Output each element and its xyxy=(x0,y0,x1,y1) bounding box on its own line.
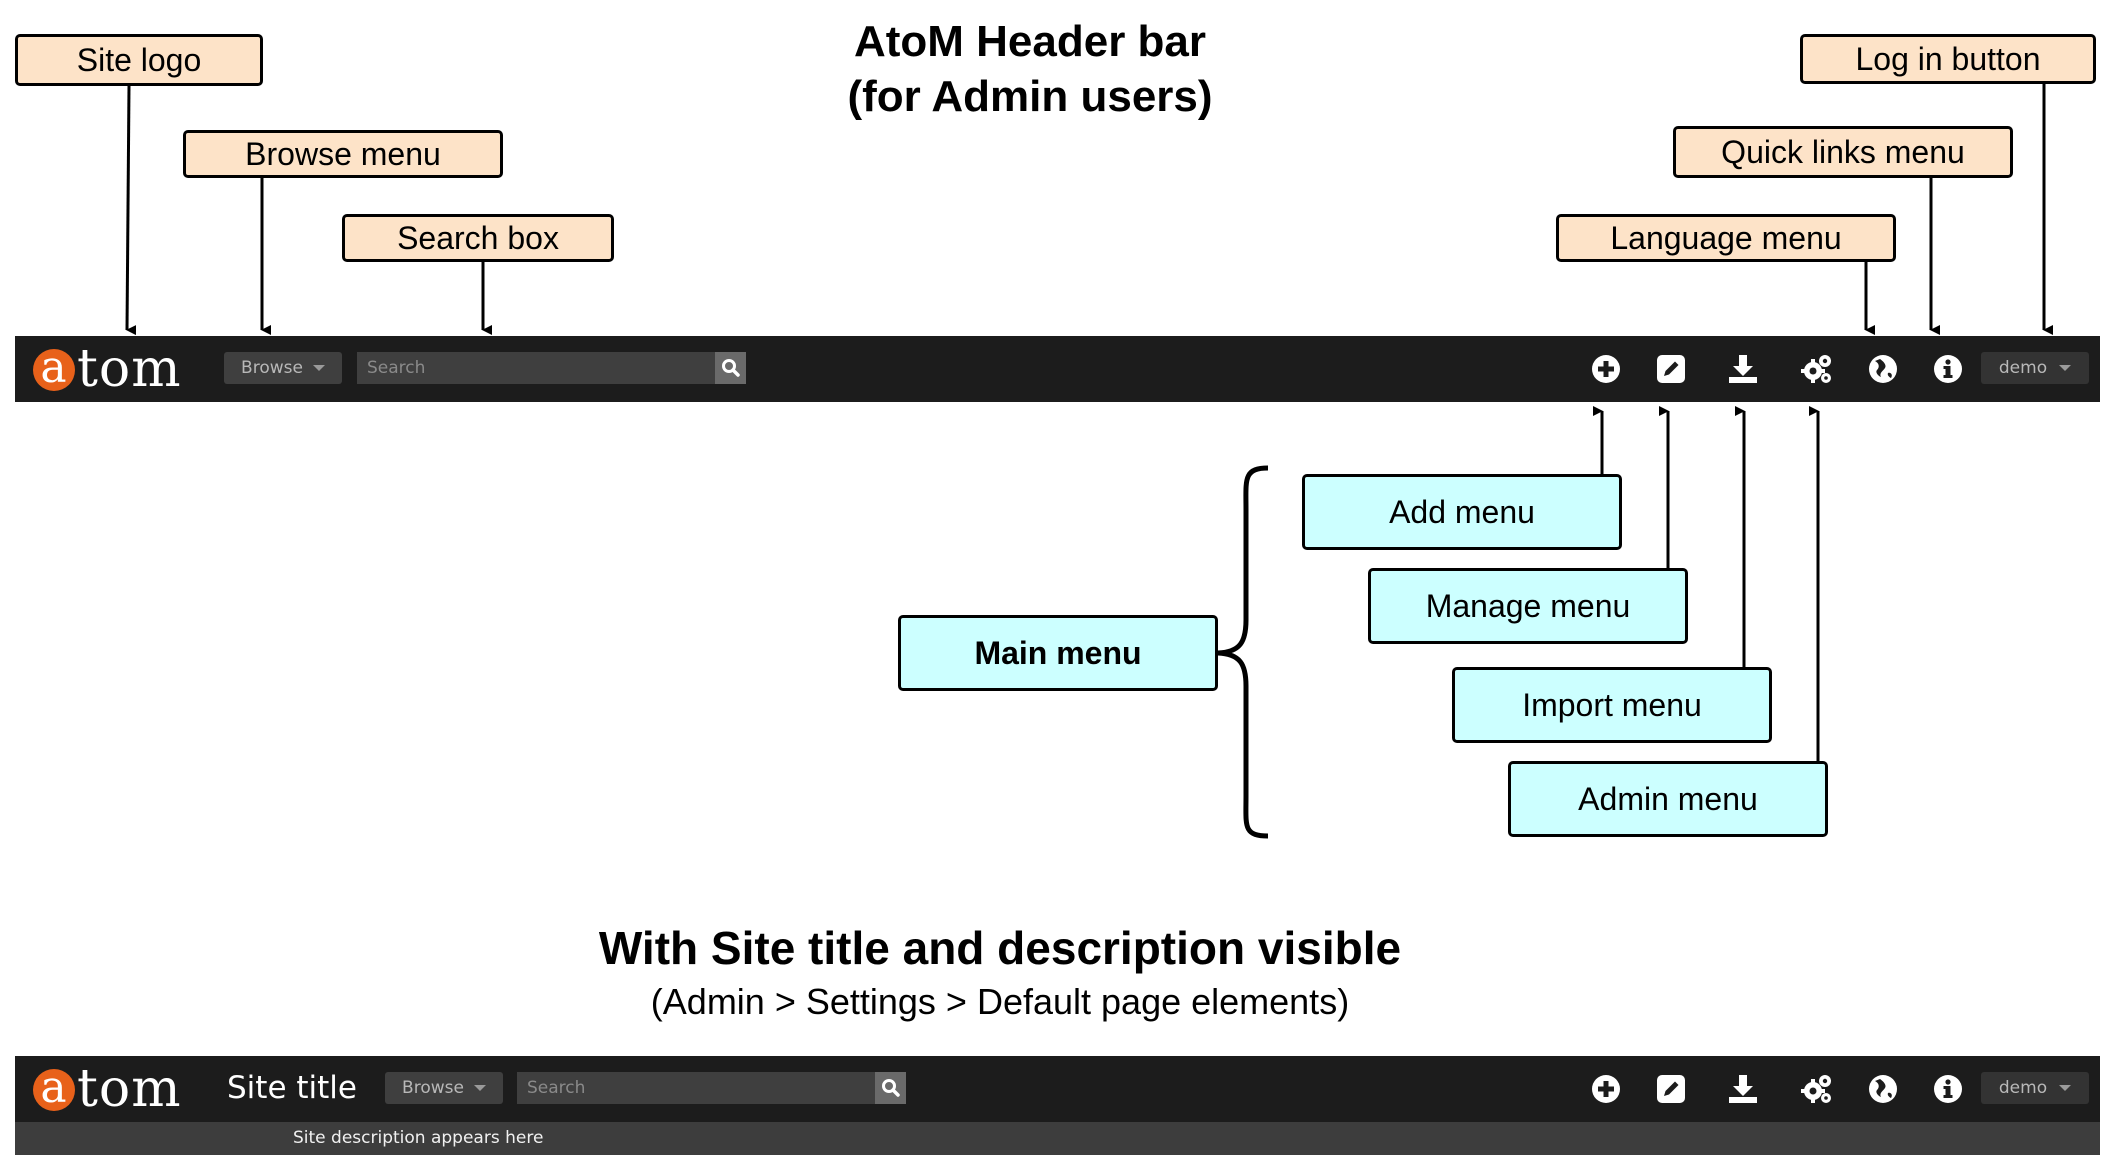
callout-site-logo: Site logo xyxy=(15,34,263,86)
plus-circle-icon[interactable] xyxy=(1590,353,1622,385)
arrow-site-logo xyxy=(125,85,137,336)
user-menu-button[interactable]: demo xyxy=(1981,352,2089,384)
search-icon xyxy=(882,1079,900,1097)
browse-button[interactable]: Browse xyxy=(385,1072,503,1104)
site-description-bar: Site description appears here xyxy=(15,1122,2100,1155)
search-input[interactable]: Search xyxy=(517,1072,891,1104)
section-caption: (Admin > Settings > Default page element… xyxy=(650,981,1350,1022)
logo-text: tom xyxy=(77,1059,182,1119)
section-title: With Site title and description visible xyxy=(598,922,1402,974)
callout-language-menu: Language menu xyxy=(1556,214,1896,262)
logo-text: tom xyxy=(77,339,182,399)
chevron-down-icon xyxy=(2059,1085,2072,1091)
callout-main-menu: Main menu xyxy=(898,615,1218,691)
callout-browse-menu: Browse menu xyxy=(183,130,503,178)
download-icon[interactable] xyxy=(1727,1073,1759,1105)
edit-icon[interactable] xyxy=(1655,1073,1687,1105)
gears-icon[interactable] xyxy=(1801,1073,1833,1105)
gears-icon[interactable] xyxy=(1801,353,1833,385)
callout-admin-menu: Admin menu xyxy=(1508,761,1828,837)
browse-label: Browse xyxy=(402,1078,464,1098)
search-button[interactable] xyxy=(715,352,746,384)
logo-letter: a xyxy=(33,1066,75,1111)
callout-manage-menu: Manage menu xyxy=(1368,568,1688,644)
browse-label: Browse xyxy=(241,358,303,378)
search-input[interactable]: Search xyxy=(357,352,731,384)
download-icon[interactable] xyxy=(1727,353,1759,385)
globe-icon[interactable] xyxy=(1867,1073,1899,1105)
chevron-down-icon xyxy=(312,365,325,371)
callout-log-in-button: Log in button xyxy=(1800,34,2096,84)
diagram-title: AtoM Header bar (for Admin users) xyxy=(780,14,1280,124)
title-line-2: (for Admin users) xyxy=(847,72,1213,121)
callout-search-box: Search box xyxy=(342,214,614,262)
chevron-down-icon xyxy=(2059,365,2072,371)
callout-add-menu: Add menu xyxy=(1302,474,1622,550)
user-label: demo xyxy=(1998,1078,2048,1098)
search-button[interactable] xyxy=(875,1072,906,1104)
browse-button[interactable]: Browse xyxy=(224,352,342,384)
chevron-down-icon xyxy=(473,1085,486,1091)
user-menu-button[interactable]: demo xyxy=(1981,1072,2089,1104)
search-icon xyxy=(722,359,740,377)
logo-letter: a xyxy=(33,346,75,391)
user-label: demo xyxy=(1998,358,2048,378)
globe-icon[interactable] xyxy=(1867,353,1899,385)
callout-quick-links-menu: Quick links menu xyxy=(1673,126,2013,178)
site-description: Site description appears here xyxy=(293,1128,544,1148)
curly-brace xyxy=(1217,465,1269,839)
edit-icon[interactable] xyxy=(1655,353,1687,385)
title-line-1: AtoM Header bar xyxy=(853,17,1207,66)
info-icon[interactable] xyxy=(1932,1073,1964,1105)
plus-circle-icon[interactable] xyxy=(1590,1073,1622,1105)
callout-import-menu: Import menu xyxy=(1452,667,1772,743)
info-icon[interactable] xyxy=(1932,353,1964,385)
site-title[interactable]: Site title xyxy=(227,1070,357,1106)
